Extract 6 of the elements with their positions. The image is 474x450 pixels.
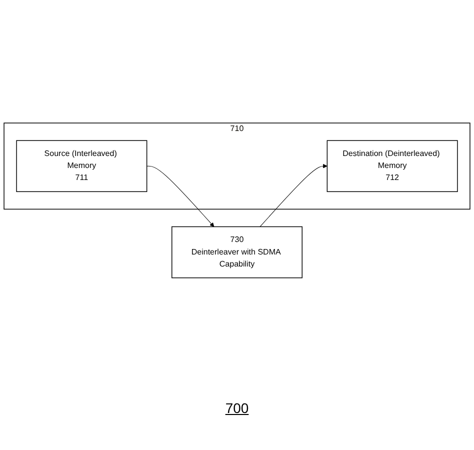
arrow [146,165,214,226]
figure-number: 700 [225,400,249,416]
arrow [260,163,328,227]
node-box: 730 Deinterleaver with SDMA Capability [172,226,302,278]
node-box: Source (Interleaved) Memory 711 [16,140,148,192]
node-box: Destination (Deinterleaved) Memory 712 [326,140,458,192]
